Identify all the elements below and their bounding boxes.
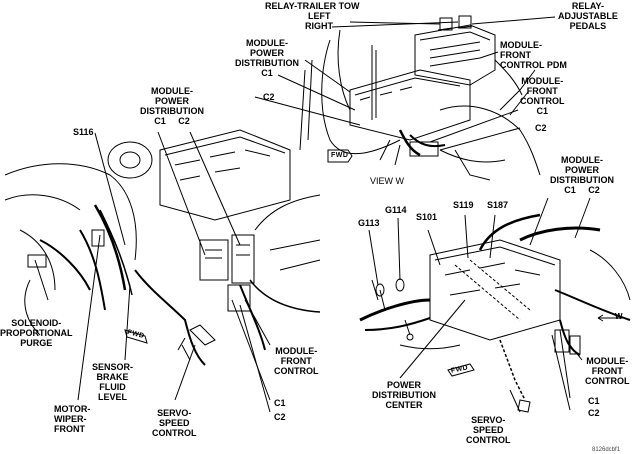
label-module-front-control-pdm: MODULE- FRONT CONTROL PDM <box>500 40 567 70</box>
label-servo-speed-control-left: SERVO- SPEED CONTROL <box>152 408 197 438</box>
label-w-arrow: W <box>615 312 623 321</box>
label-relay-adjustable-pedals: RELAY- ADJUSTABLE PEDALS <box>558 1 618 31</box>
label-s187: S187 <box>487 200 509 210</box>
label-s116: S116 <box>73 127 94 137</box>
label-left: LEFT <box>308 11 331 21</box>
label-g113: G113 <box>358 218 380 228</box>
label-c1-right: C1 <box>588 396 600 406</box>
label-module-front-control-right: MODULE- FRONT CONTROL <box>585 356 630 386</box>
label-c2-left: C2 <box>274 412 286 422</box>
label-c1-left: C1 <box>274 398 286 408</box>
label-right: RIGHT <box>305 21 333 31</box>
label-relay-trailer-tow: RELAY-TRAILER TOW <box>265 1 360 11</box>
view-w-engine-bay <box>299 15 541 181</box>
label-solenoid-proportional-purge: SOLENOID- PROPORTIONAL PURGE <box>0 318 73 348</box>
label-module-power-distribution-top: MODULE- POWER DISTRIBUTION C1 <box>235 38 299 78</box>
label-servo-speed-control-right: SERVO- SPEED CONTROL <box>466 415 511 445</box>
view-w-leaders <box>254 16 556 151</box>
label-g114: G114 <box>385 205 407 215</box>
left-view-leaders <box>34 131 271 413</box>
right-view-leaders <box>368 197 591 413</box>
label-motor-wiper-front: MOTOR- WIPER- FRONT <box>54 404 91 434</box>
label-sensor-brake-fluid-level: SENSOR- BRAKE FLUID LEVEL <box>92 362 134 402</box>
label-s119: S119 <box>453 200 474 210</box>
label-power-distribution-center: POWER DISTRIBUTION CENTER <box>372 380 436 410</box>
label-c2-right: C2 <box>588 408 600 418</box>
label-module-front-control-top: MODULE- FRONT CONTROL C1 <box>520 76 565 116</box>
left-engine-view <box>4 129 321 366</box>
label-module-front-control-left: MODULE- FRONT CONTROL <box>274 346 319 376</box>
label-module-power-distribution-right: MODULE- POWER DISTRIBUTION C1 C2 <box>550 155 614 195</box>
label-view-w: VIEW W <box>370 176 404 186</box>
fwd-flag-top: FWD <box>331 152 349 159</box>
image-id-caption: 8126dcbf1 <box>592 447 621 453</box>
label-c2-top-right: C2 <box>535 123 547 133</box>
label-module-power-distribution-left: MODULE- POWER DISTRIBUTION C1 C2 <box>140 86 204 126</box>
label-s101: S101 <box>416 212 438 222</box>
label-c2-top-left: C2 <box>263 92 275 102</box>
